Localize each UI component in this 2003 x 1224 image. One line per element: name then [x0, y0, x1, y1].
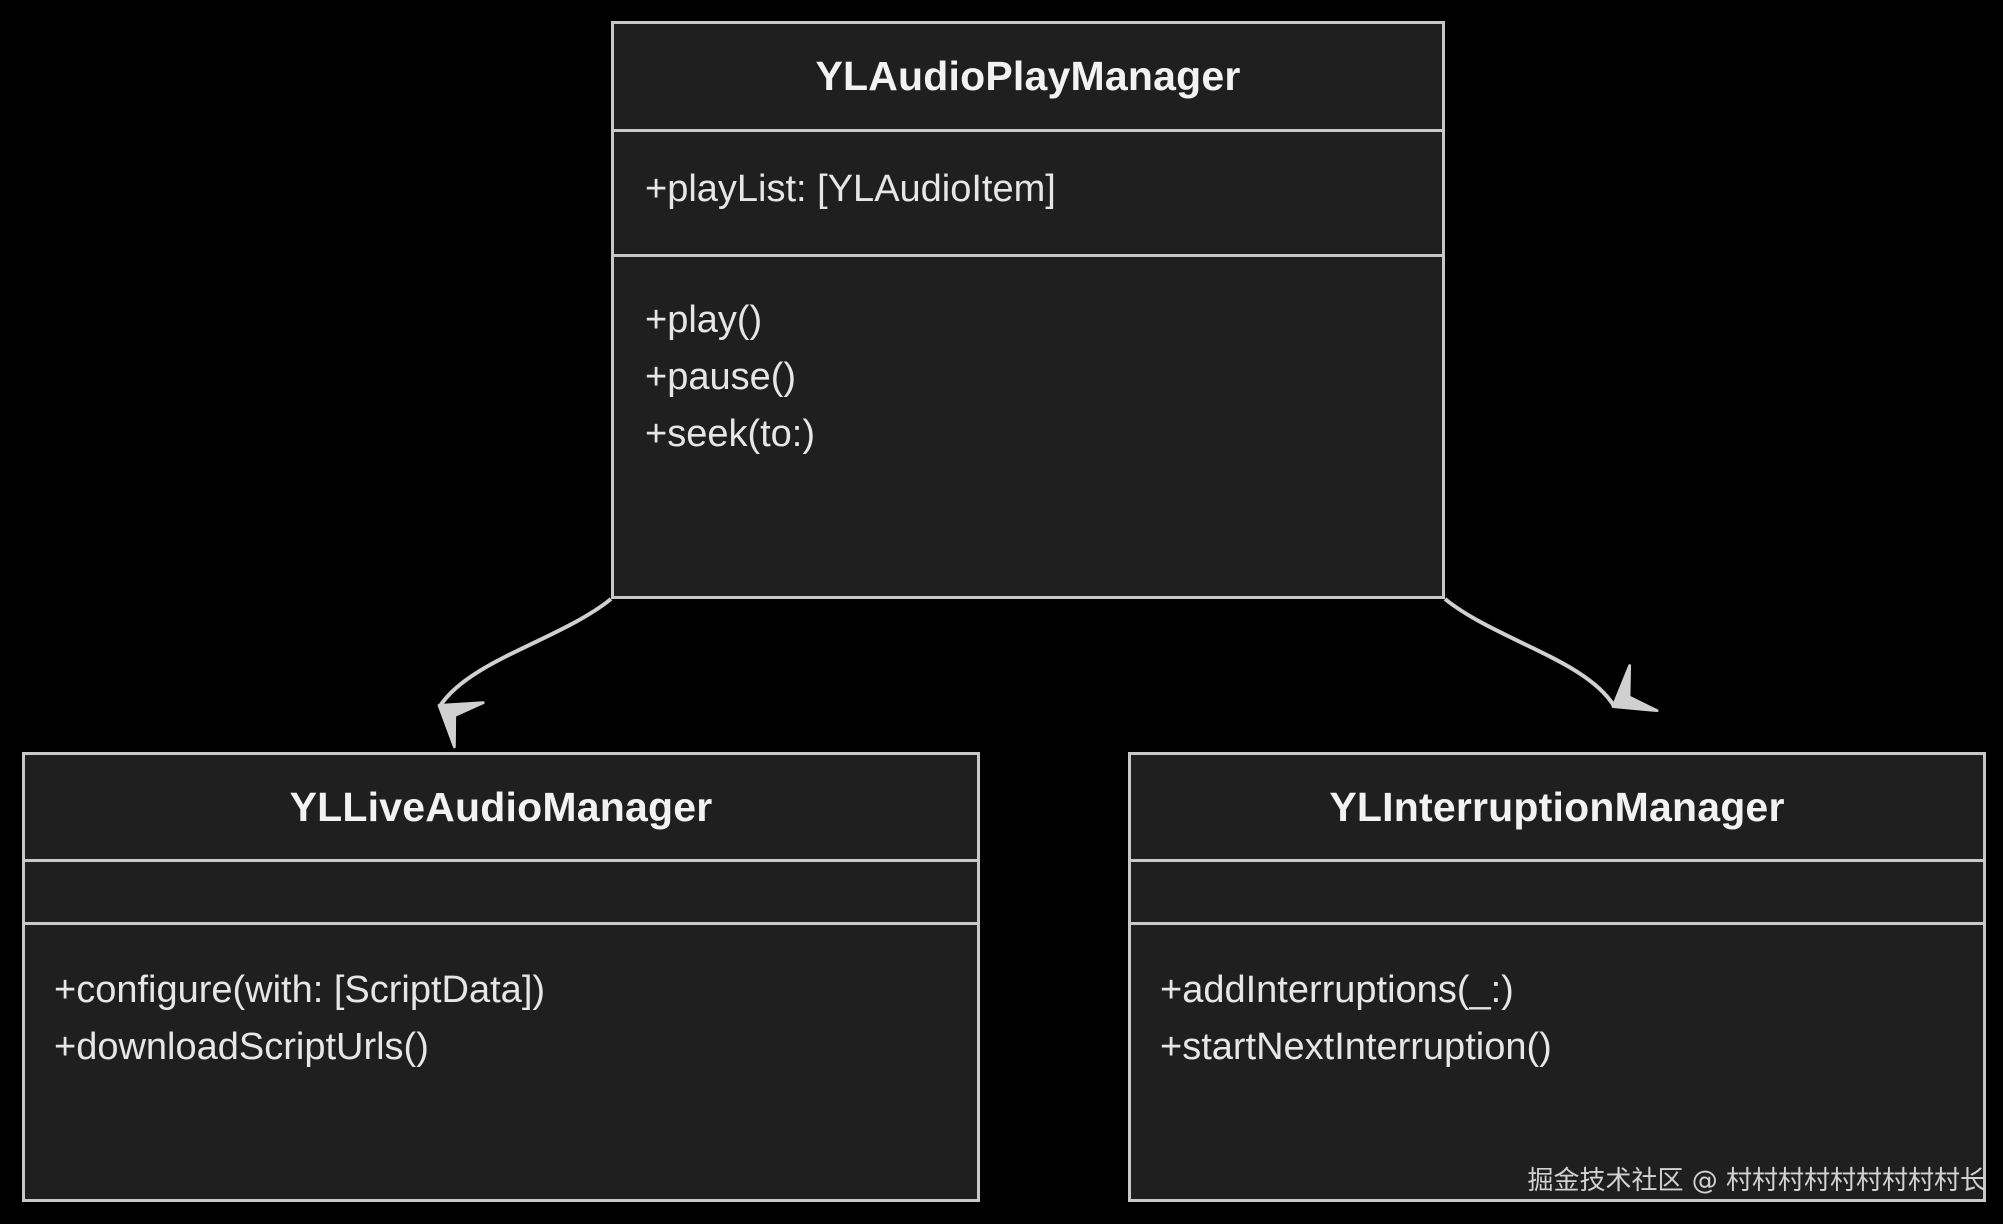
class-attributes-ylinterruptionmanager [1131, 862, 1983, 922]
class-box-ylliveaudiomanager[interactable]: YLLiveAudioManager +configure(with: [Scr… [22, 752, 980, 1202]
class-methods-ylinterruptionmanager: +addInterruptions(_:) +startNextInterrup… [1131, 925, 1983, 1076]
class-attributes-ylliveaudiomanager [25, 862, 977, 922]
class-method-row: +pause() [645, 356, 797, 398]
class-method-row: +addInterruptions(_:) [1160, 969, 1514, 1011]
class-method-row: +downloadScriptUrls() [54, 1026, 429, 1068]
class-divider [614, 129, 1442, 132]
class-method-row: +startNextInterruption() [1160, 1026, 1552, 1068]
class-attributes-ylaudioplaymanager: +playList: [YLAudioItem] [614, 132, 1442, 254]
class-divider [25, 859, 977, 862]
class-attribute-row: +playList: [YLAudioItem] [645, 168, 1056, 210]
class-title-ylliveaudiomanager: YLLiveAudioManager [289, 784, 713, 830]
class-box-ylaudioplaymanager[interactable]: YLAudioPlayManager +playList: [YLAudioIt… [611, 21, 1445, 599]
class-title-ylaudioplaymanager: YLAudioPlayManager [815, 53, 1241, 99]
class-methods-ylliveaudiomanager: +configure(with: [ScriptData]) +download… [25, 925, 977, 1076]
class-divider [614, 254, 1442, 257]
connector-root-to-interrupt [1443, 597, 1659, 713]
watermark-text: 掘金技术社区 @ 村村村村村村村村村长 [1527, 1166, 1986, 1196]
class-divider [25, 922, 977, 925]
class-method-row: +play() [645, 299, 763, 341]
class-box-ylinterruptionmanager[interactable]: YLInterruptionManager +addInterruptions(… [1128, 752, 1986, 1202]
class-method-row: +configure(with: [ScriptData]) [54, 969, 546, 1011]
class-methods-ylaudioplaymanager: +play() +pause() +seek(to:) [614, 257, 1442, 463]
class-method-row: +seek(to:) [645, 413, 816, 455]
class-divider [1131, 859, 1983, 862]
class-divider [1131, 922, 1983, 925]
class-title-ylinterruptionmanager: YLInterruptionManager [1329, 784, 1785, 830]
connector-root-to-live [437, 597, 613, 749]
